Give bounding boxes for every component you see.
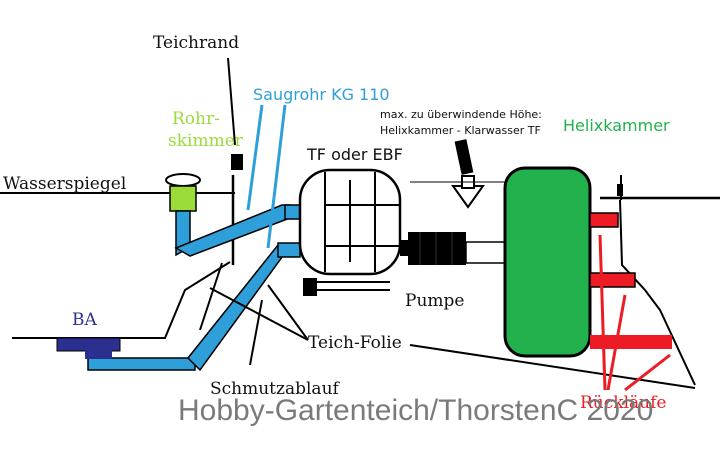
bottom-drain-stem [85,350,112,359]
tf-inlet-upper [284,204,301,220]
skimmer-body [169,185,197,212]
label-tf-ebf: TF oder EBF [306,145,403,164]
label-ruecklaeufe: Rückläufe [580,393,666,413]
drain-pipe-rise [186,243,286,372]
height-arrow-head [451,185,485,209]
label-teichfolie: Teich-Folie [308,333,402,353]
leader-saugrohr-1 [246,104,264,211]
label-rohrskimmer-2: skimmer [168,131,244,151]
label-ba: BA [72,310,97,330]
pump-outlet-pipe [465,241,507,264]
watermark: Hobby-Gartenteich/ThorstenC 2020 [178,394,653,427]
return-pipe-top [589,212,619,228]
leader-return-2 [606,294,627,391]
leader-teichrand [227,57,236,146]
label-hoehe-1: max. zu überwindende Höhe: [380,108,542,121]
pond-liner-right [619,199,696,386]
drain-pipe-bottom [87,357,196,371]
tf-inlet-lower [277,242,301,258]
leader-folie-2 [267,284,309,341]
label-teichrand: Teichrand [153,33,239,53]
suction-pipe-group [87,204,301,372]
tf-motor [303,278,317,296]
return-pipe-middle [589,272,636,288]
pond-edge-marker [231,154,243,170]
helix-chamber [503,166,592,358]
label-pumpe: Pumpe [405,291,464,311]
return-pipe-bottom [590,335,672,349]
bottom-drain [56,337,121,352]
leader-skimmer [199,262,223,331]
leader-return-3 [624,353,671,392]
tf-outlet-left [400,240,410,256]
label-rohrskimmer-1: Rohr- [172,109,220,129]
pump-body [408,232,466,265]
leader-saugrohr-2 [266,104,287,249]
leader-folie-4 [249,299,263,366]
leader-folie-3 [409,344,696,389]
label-schmutzablauf: Schmutzablauf [210,379,341,399]
label-wasserspiegel: Wasserspiegel [3,174,126,194]
skimmer-ring [165,173,201,187]
label-hoehe-2: Helixkammer - Klarwasser TF [380,124,541,137]
label-helixkammer: Helixkammer [563,116,670,135]
label-saugrohr: Saugrohr KG 110 [253,85,390,104]
leader-return-1 [598,234,607,391]
pond-liner-left [12,261,231,339]
height-arrow-bar [454,139,474,175]
